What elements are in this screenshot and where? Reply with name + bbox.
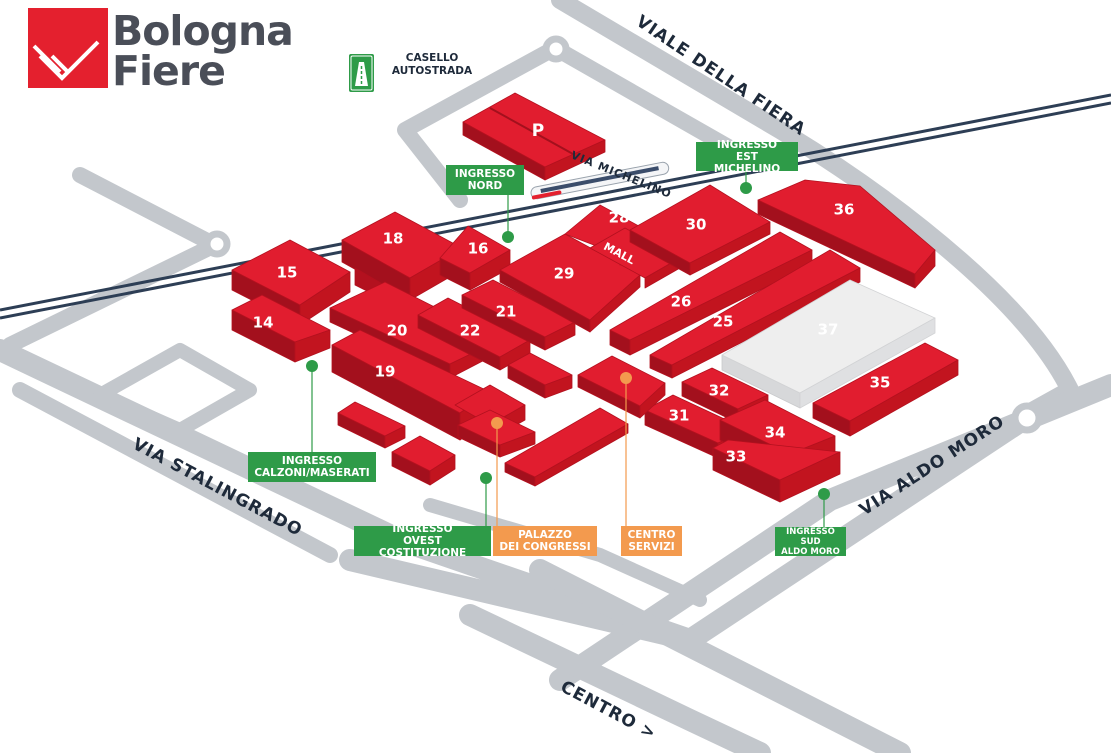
motorway-exit-line2: AUTOSTRADA <box>391 65 473 77</box>
train-icon <box>530 161 670 200</box>
service-palazzo-dei-congressi[interactable]: PALAZZO DEI CONGRESSI <box>493 526 597 556</box>
rail-track <box>0 93 1111 312</box>
building-small-c <box>391 435 456 486</box>
road-stalingrado-parallel <box>12 382 338 563</box>
hall-21[interactable] <box>461 279 576 351</box>
motorway-exit-label: CASELLO AUTOSTRADA <box>384 52 480 78</box>
hall-label-34: 34 <box>765 424 786 442</box>
dot-calzoni[interactable] <box>306 360 318 372</box>
dot-nord[interactable] <box>502 231 514 243</box>
hall-label-35: 35 <box>870 374 891 392</box>
entrance-nord[interactable]: INGRESSO NORD <box>446 165 524 195</box>
halls <box>231 92 959 503</box>
dot-sud[interactable] <box>818 488 830 500</box>
road-viale-della-fiera <box>551 0 1079 424</box>
building-small-b <box>337 401 406 449</box>
railway <box>0 93 1111 320</box>
dot-est[interactable] <box>740 182 752 194</box>
road-connector <box>423 498 707 607</box>
logo-text-bologna: Bologna <box>112 7 294 55</box>
markers <box>306 170 830 527</box>
road-label-viale-della-fiera: VIALE DELLA FIERA <box>632 12 809 141</box>
road-centro <box>459 559 911 753</box>
motorway-icon <box>349 54 374 92</box>
entrance-calzoni-maserati[interactable]: INGRESSO CALZONI/MASERATI <box>248 452 376 482</box>
building-corridor <box>504 407 629 487</box>
hall-14[interactable] <box>231 294 331 363</box>
hall-35[interactable] <box>812 342 959 437</box>
hall-label-37: 37 <box>818 321 839 339</box>
hall-label-20: 20 <box>387 322 408 340</box>
hall-label-21: 21 <box>496 303 517 321</box>
entrance-ovest-costituzione[interactable]: INGRESSO OVEST COSTITUZIONE <box>354 523 491 559</box>
hall-labels: P 15 14 18 16 20 19 22 21 29 28 MALL 30 … <box>253 121 891 466</box>
hall-29[interactable] <box>499 233 641 333</box>
hall-label-19: 19 <box>375 363 396 381</box>
roundabout <box>1011 402 1043 434</box>
hall-label-31: 31 <box>669 407 690 425</box>
hall-label-26: 26 <box>671 293 692 311</box>
hall-label-14: 14 <box>253 314 274 332</box>
hall-label-18: 18 <box>383 230 404 248</box>
hall-30[interactable] <box>629 184 771 276</box>
roundabout <box>203 230 231 258</box>
road-west <box>2 167 223 353</box>
hall-label-p: P <box>532 121 544 141</box>
hall-label-15: 15 <box>277 264 298 282</box>
logo-text-fiere: Fiere <box>112 47 226 95</box>
hall-label-36: 36 <box>834 201 855 219</box>
dot-palazzo[interactable] <box>491 417 503 429</box>
hall-label-22: 22 <box>460 322 481 340</box>
hall-19[interactable] <box>331 329 526 441</box>
roundabouts <box>203 35 1043 434</box>
dot-centro-servizi[interactable] <box>620 372 632 384</box>
service-centro-servizi[interactable]: CENTRO SERVIZI <box>621 526 682 556</box>
building-small-a <box>507 352 573 399</box>
rail-track <box>0 101 1111 320</box>
hall-label-32: 32 <box>709 382 730 400</box>
hall-label-33: 33 <box>726 448 747 466</box>
dot-ovest[interactable] <box>480 472 492 484</box>
motorway-exit-line1: CASELLO <box>405 52 459 64</box>
hall-label-28: 28 <box>609 209 630 227</box>
road-block <box>93 343 257 437</box>
road-label-via-aldo-moro: VIA ALDO MORO <box>856 411 1009 520</box>
hall-label-25: 25 <box>713 313 734 331</box>
hall-label-29: 29 <box>554 265 575 283</box>
hall-label-30: 30 <box>686 216 707 234</box>
entrance-sud-aldo-moro[interactable]: INGRESSO SUD ALDO MORO <box>775 527 846 557</box>
hall-label-16: 16 <box>468 240 489 258</box>
hall-33[interactable] <box>712 439 841 503</box>
hall-p[interactable] <box>462 92 606 181</box>
hall-37[interactable] <box>721 279 936 409</box>
hall-16[interactable] <box>439 225 511 291</box>
hall-25[interactable] <box>649 249 861 379</box>
roundabout <box>542 35 570 63</box>
entrance-est-michelino[interactable]: INGRESSO EST MICHELINO <box>696 139 798 175</box>
hall-22[interactable] <box>417 297 531 371</box>
hall-36[interactable] <box>757 179 936 289</box>
bolognafiere-logo-mark <box>28 8 108 88</box>
